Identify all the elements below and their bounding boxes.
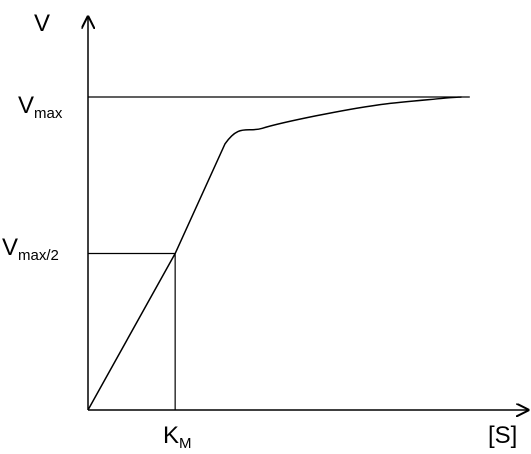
km-tick-label: KM <box>163 422 192 452</box>
y-axis-label: V <box>34 10 51 37</box>
velocity-curve <box>87 96 462 411</box>
vmax-tick-label: Vmax <box>18 92 63 122</box>
half-vmax-tick-label: Vmax/2 <box>2 234 59 264</box>
x-axis-label: [S] <box>488 422 518 449</box>
